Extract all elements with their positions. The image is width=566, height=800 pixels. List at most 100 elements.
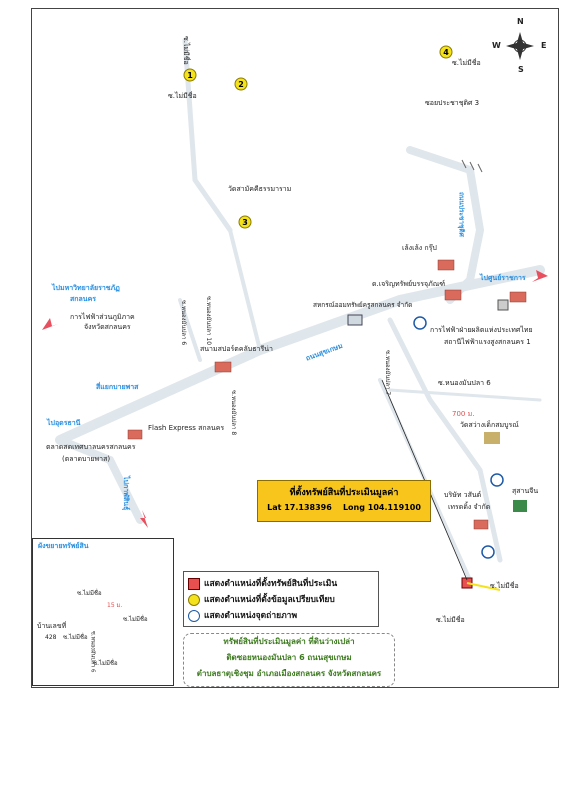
- label-soi-8: ซ.หนองมันปลา 8: [230, 390, 237, 436]
- label-tanon-prachachuenkit: ถนนประชาชุติศ: [457, 192, 466, 237]
- label-cemetery: สุสานจีน: [512, 487, 539, 495]
- label-company: บริษัท วสันต์: [444, 491, 482, 499]
- coordinates-title: ที่ตั้งทรัพย์สินที่ประเมินมูลค่า: [289, 488, 399, 498]
- photo-marker-1: [413, 316, 427, 330]
- label-distance-700: 700 ม.: [452, 410, 475, 418]
- comparable-marker-2-num: 2: [238, 80, 244, 89]
- legend-subject-swatch: [188, 577, 200, 590]
- compass-w: W: [492, 41, 501, 50]
- label-soi-prachachuenkit3: ซอยประชาชุติศ 3: [425, 99, 480, 107]
- label-egat2: สถานีไฟฟ้าแรงสูงสกลนคร 1: [444, 338, 531, 346]
- road-soi-e: [388, 388, 542, 402]
- marker-4-label: ซ.ไม่มีชื่อ: [452, 59, 481, 67]
- label-soi-10: ซ.หนองมันปลา 10: [205, 296, 212, 346]
- road-soi-b: [387, 317, 503, 563]
- marker-3-label: วัดสามัคคีธรรมาราม: [228, 185, 292, 193]
- label-to-udon: ไปอุดรธานี: [47, 419, 81, 427]
- label-stadium: สนามสปอร์ตคลับธารีน่า: [200, 345, 273, 353]
- label-bypass: สี่แยกบายพาส: [96, 383, 139, 391]
- note-line-3: ตำบลธาตุเชิงชุม อำเภอเมืองสกลนคร จังหวัด…: [196, 669, 382, 678]
- long-label: Long: [342, 503, 365, 512]
- label-soi-6b: ซ.หนองมันปลา 6: [438, 379, 491, 387]
- marker-1-label: ซ.ไม่มีชื่อ: [168, 92, 197, 100]
- road-soi-c: [228, 228, 262, 352]
- label-to-kalasin: ไปกาฬสินธุ์: [122, 476, 130, 511]
- inset-soi-1: ซ.ไม่มีชื่อ: [77, 590, 102, 597]
- inset-dist: 15 ม.: [107, 602, 123, 609]
- comparable-marker-1: [183, 68, 197, 82]
- label-soi-b: ซ.ไม่มีชื่อ: [436, 616, 465, 624]
- inset-road: ซ.หนองมันปลา 6: [89, 631, 96, 673]
- egat-icon: [497, 299, 509, 311]
- coordinates-box: ที่ตั้งทรัพย์สินที่ประเมินมูลค่า Lat 17.…: [257, 480, 431, 522]
- inset-soi-3: ซ.ไม่มีชื่อ: [63, 634, 88, 641]
- legend-comparable-label: แสดงตำแหน่งที่ตั้งข้อมูลเปรียบเทียบ: [204, 595, 335, 605]
- legend: แสดงตำแหน่งที่ตั้งทรัพย์สินที่ประเมิน แส…: [183, 571, 379, 627]
- arrow-to-terminal: [532, 270, 548, 282]
- road-network: [55, 37, 545, 582]
- compass-n: N: [517, 17, 524, 26]
- note-line-2: ติดซอยหนองมันปลา 6 ถนนสุขเกษม: [226, 653, 352, 662]
- compass-s: S: [518, 65, 524, 74]
- comparable-marker-1-num: 1: [187, 71, 193, 80]
- label-to-rajabhat2: สกลนคร: [70, 295, 97, 303]
- label-soi-a: ซ.ไม่มีชื่อ: [490, 582, 519, 590]
- photo-marker-2: [490, 473, 504, 487]
- road-bypass: [56, 436, 144, 524]
- building-stadium: [214, 361, 232, 373]
- label-leng-leng: เล้งเล้ง กรุ๊ป: [402, 244, 437, 252]
- building-dor-jaroen: [444, 289, 462, 301]
- note-line-1: ทรัพย์สินที่ประเมินมูลค่า ที่ดินว่างเปล่…: [223, 637, 355, 646]
- coordinates-values: Lat 17.138396 Long 104.119100: [258, 503, 430, 512]
- legend-comparable-swatch: [188, 593, 200, 606]
- cemetery-icon: [513, 500, 527, 512]
- temple-icon: [484, 432, 500, 444]
- road-soi-a: [182, 37, 233, 233]
- label-pea2: จังหวัดสกลนคร: [84, 323, 131, 331]
- legend-subject-label: แสดงตำแหน่งที่ตั้งทรัพย์สินที่ประเมิน: [204, 579, 338, 589]
- building-flash: [127, 429, 143, 440]
- legend-photo-label: แสดงตำแหน่งจุดถ่ายภาพ: [204, 611, 298, 621]
- comparable-marker-numbers: 1 2 3 4: [187, 48, 449, 227]
- label-pea: การไฟฟ้าส่วนภูมิภาค: [70, 313, 135, 321]
- label-wat-sawang: วัดสว่างเด็กสมบูรณ์: [460, 421, 519, 429]
- comparable-marker-3: [238, 215, 252, 229]
- building-company: [473, 519, 489, 530]
- compass-e: E: [541, 41, 547, 50]
- ticks: [461, 159, 483, 173]
- label-soi-top: ซ.ไม่มีชื่อ: [182, 36, 190, 65]
- inset-house-no: 428: [45, 634, 57, 641]
- photo-markers: [413, 316, 504, 559]
- building-egat: [509, 291, 527, 303]
- legend-item-subject: แสดงตำแหน่งที่ตั้งทรัพย์สินที่ประเมิน: [188, 576, 338, 590]
- comparable-marker-4: [439, 45, 453, 59]
- comparable-markers: [183, 45, 453, 229]
- compass-rose: [506, 32, 534, 60]
- label-market: ตลาดสดเทศบาลนครสกลนคร: [46, 443, 136, 451]
- label-soi-6: ซ.หนองมันปลา 6: [180, 300, 187, 346]
- inset-map: ผังขยายทรัพย์สิน ซ.ไม่มีชื่อ ซ.ไม่มีชื่อ…: [32, 538, 174, 686]
- legend-photo-swatch: [188, 609, 200, 622]
- lat-label: Lat: [267, 503, 282, 512]
- long-value: 104.119100: [367, 503, 421, 512]
- arrow-to-kalasin: [140, 510, 148, 528]
- road-soi-d: [178, 298, 202, 362]
- road-prachachuenkit: [406, 146, 485, 304]
- label-flash: Flash Express สกลนคร: [148, 424, 225, 432]
- legend-item-comparable: แสดงตำแหน่งที่ตั้งข้อมูลเปรียบเทียบ: [188, 592, 335, 606]
- label-to-rajabhat: ไปมหาวิทยาลัยราชภัฏ: [52, 284, 120, 292]
- comparable-marker-3-num: 3: [242, 218, 248, 227]
- building-icons: [127, 259, 527, 530]
- inset-title: ผังขยายทรัพย์สิน: [38, 542, 89, 550]
- arrow-to-rajabhat: [42, 318, 58, 330]
- comparable-marker-2: [234, 77, 248, 91]
- inset-soi-2: ซ.ไม่มีชื่อ: [123, 616, 148, 623]
- label-egat: การไฟฟ้าฝ่ายผลิตแห่งประเทศไทย: [430, 326, 533, 334]
- comparable-marker-4-num: 4: [443, 48, 449, 57]
- photo-marker-3: [481, 545, 495, 559]
- label-sahakorn: สหกรณ์ออมทรัพย์ครูสกลนคร จำกัด: [313, 301, 413, 309]
- building-leng-leng: [437, 259, 455, 271]
- lat-value: 17.138396: [284, 503, 332, 512]
- legend-item-photo: แสดงตำแหน่งจุดถ่ายภาพ: [188, 608, 298, 622]
- label-company2: เทรดดิ้ง จำกัด: [448, 503, 491, 511]
